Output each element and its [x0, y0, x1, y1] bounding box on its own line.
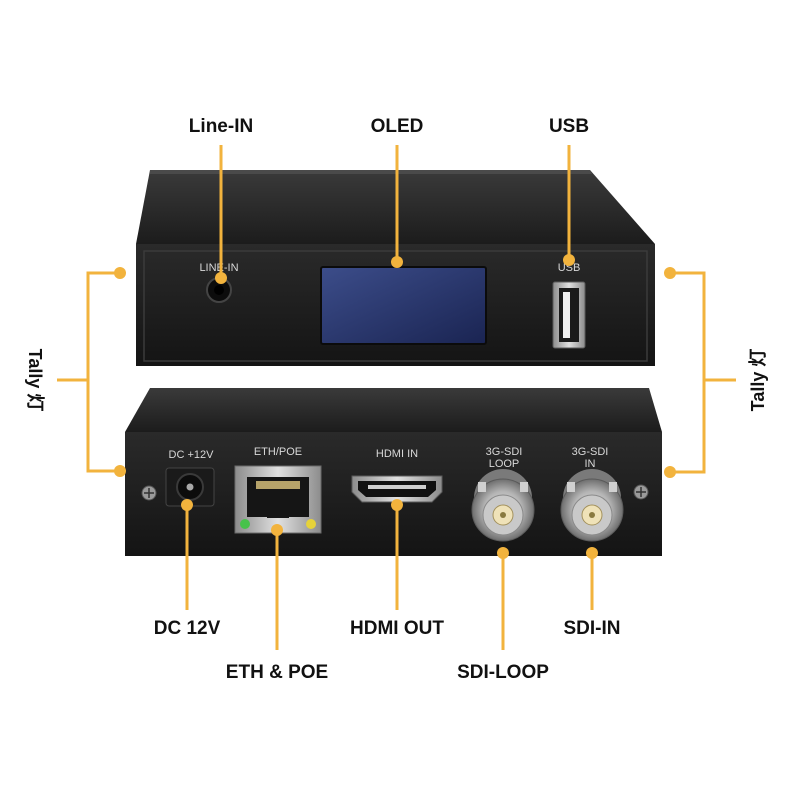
dc-silkscreen: DC +12V	[169, 449, 215, 461]
eth-poe-label: ETH & POE	[225, 662, 329, 683]
sdi-loop-silkscreen-2: LOOP	[489, 458, 520, 470]
sdi-in-label: SDI-IN	[563, 618, 621, 639]
rear-device: DC +12V ETH/POE HDMI IN 3G-SDI LOOP	[125, 388, 662, 556]
hdmi-out-label: HDMI OUT	[350, 618, 444, 639]
tally-left-label: Tally 灯	[25, 348, 45, 412]
usb-label: USB	[548, 116, 590, 137]
hdmi-silkscreen: HDMI IN	[376, 448, 418, 460]
sdi-in-silkscreen-1: 3G-SDI	[572, 446, 609, 458]
eth-silkscreen: ETH/POE	[254, 446, 302, 458]
sdi-loop-label: SDI-LOOP	[457, 662, 549, 683]
bnc-connector-icon	[471, 469, 535, 542]
hdmi-port-icon	[351, 475, 443, 503]
screw-icon	[633, 484, 649, 500]
sdi-loop-silkscreen-1: 3G-SDI	[486, 446, 523, 458]
oled-screen	[320, 266, 487, 345]
callout-lines	[57, 145, 736, 650]
rear-device-top-cover	[125, 388, 662, 432]
dc-jack-icon	[165, 467, 215, 507]
callout-dots	[114, 254, 676, 559]
oled-label: OLED	[370, 116, 424, 137]
usb-silkscreen: USB	[558, 262, 581, 274]
tally-right-label: Tally 灯	[748, 348, 768, 412]
bnc-connector-icon	[560, 469, 624, 542]
usb-port-icon	[552, 281, 586, 349]
line-in-silkscreen: LINE-IN	[199, 262, 238, 274]
line-in-label: Line-IN	[188, 116, 254, 137]
dc-12v-label: DC 12V	[153, 618, 221, 639]
sdi-in-silkscreen-2: IN	[585, 458, 596, 470]
screw-icon	[141, 485, 157, 501]
rj45-port-icon	[234, 465, 322, 534]
